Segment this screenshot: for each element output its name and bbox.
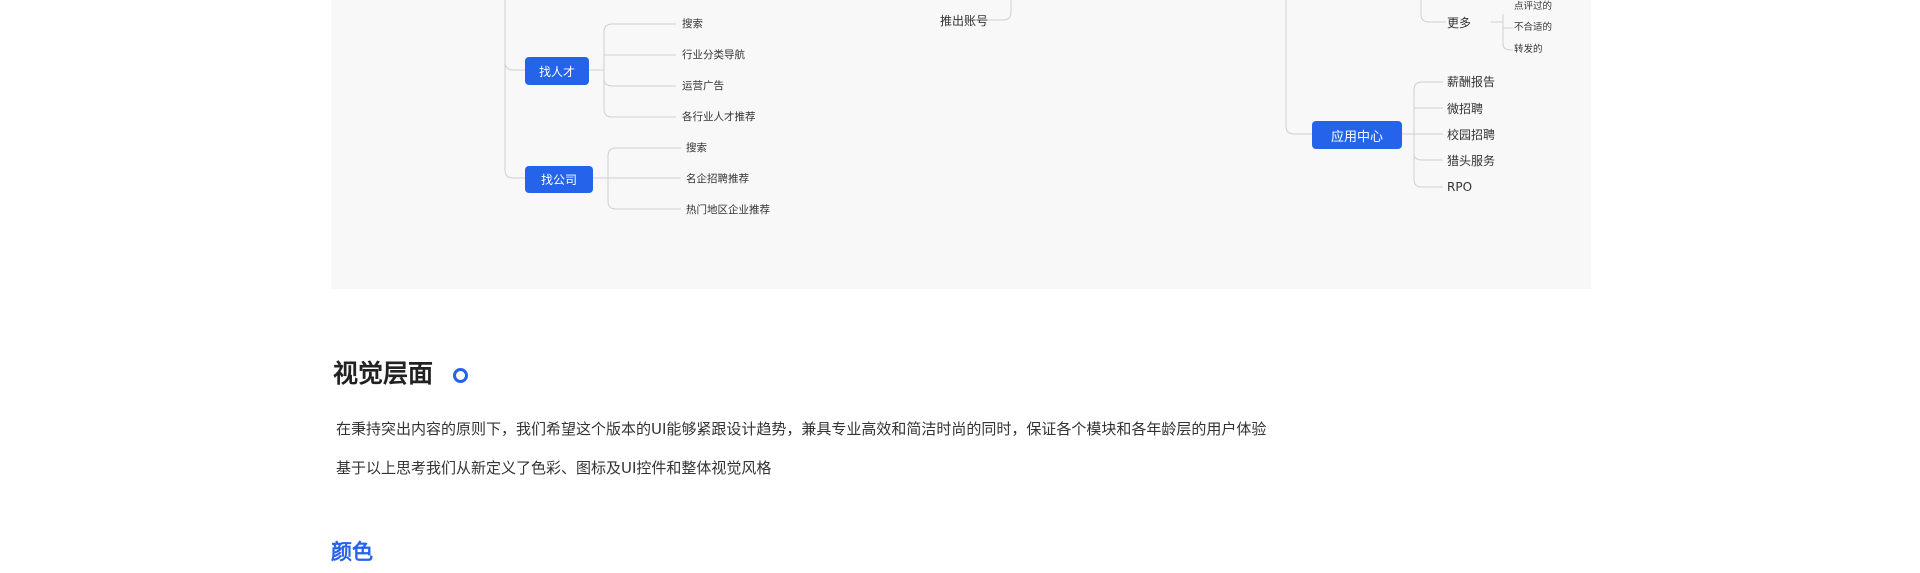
section-title: 视觉层面 <box>333 359 434 388</box>
leaf-reviewed: 点评过的 <box>1514 1 1553 12</box>
leaf-micro-recruit: 微招聘 <box>1447 102 1484 116</box>
leaf-industry-nav: 行业分类导航 <box>682 49 745 61</box>
leaf-hot-region-company: 热门地区企业推荐 <box>686 204 770 216</box>
color-heading: 颜色 <box>331 540 373 564</box>
leaf-campus-recruit: 校园招聘 <box>1447 128 1496 142</box>
leaf-headhunter: 猎头服务 <box>1447 154 1496 168</box>
leaf-talent-search: 搜索 <box>682 18 703 30</box>
leaf-salary-report: 薪酬报告 <box>1447 75 1496 89</box>
paragraph-redefine: 基于以上思考我们从新定义了色彩、图标及UI控件和整体视觉风格 <box>336 459 772 477</box>
node-app-center[interactable]: 应用中心 <box>1312 121 1402 149</box>
leaf-company-search: 搜索 <box>686 142 707 154</box>
leaf-operation-ads: 运营广告 <box>682 80 724 92</box>
leaf-unsuitable: 不合适的 <box>1514 22 1553 33</box>
leaf-industry-talent: 各行业人才推荐 <box>682 111 756 123</box>
leaf-rpo: RPO <box>1447 180 1473 194</box>
leaf-logout: 推出账号 <box>940 14 989 28</box>
mindmap-connectors <box>504 0 1513 210</box>
node-find-company[interactable]: 找公司 <box>525 166 593 193</box>
mindmap-panel: 找人才 搜索 行业分类导航 运营广告 各行业人才推荐 找公司 搜索 名企招聘推荐… <box>331 0 1591 289</box>
leaf-forwarded: 转发的 <box>1514 44 1543 55</box>
node-find-talent[interactable]: 找人才 <box>525 57 589 85</box>
paragraph-principle: 在秉持突出内容的原则下，我们希望这个版本的UI能够紧跟设计趋势，兼具专业高效和简… <box>336 420 1267 438</box>
node-more: 更多 <box>1447 16 1472 30</box>
ring-icon <box>453 368 468 383</box>
leaf-famous-company: 名企招聘推荐 <box>686 173 749 185</box>
